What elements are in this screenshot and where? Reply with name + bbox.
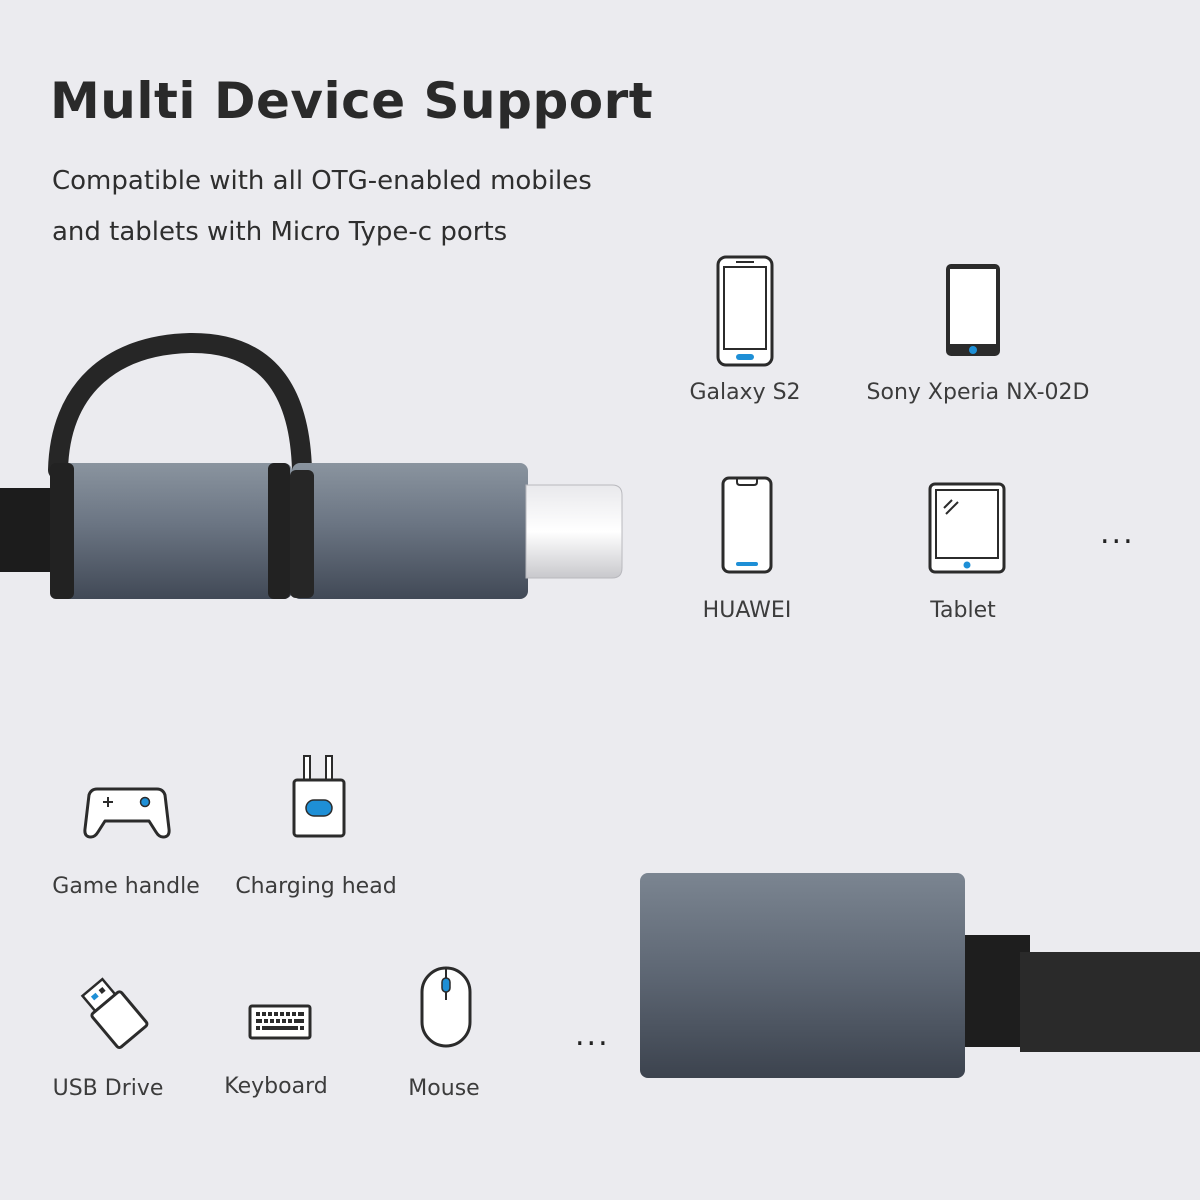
page-subtitle: Compatible with all OTG-enabled mobiles … [52,156,592,258]
subtitle-line-2: and tablets with Micro Type-c ports [52,217,508,247]
smartphone-icon [946,264,1000,356]
page-title: Multi Device Support [50,72,654,130]
device-label-huawei: HUAWEI [702,598,792,623]
more-peripherals-indicator: ... [575,1018,610,1053]
usb-cable-left [0,488,58,572]
tablet-icon [928,482,1006,574]
smartphone-notch-icon [721,476,773,574]
peripheral-label-usb-drive: USB Drive [52,1076,164,1101]
peripheral-label-game-handle: Game handle [52,874,200,899]
device-label-galaxy-s2: Galaxy S2 [689,380,801,405]
peripheral-label-mouse: Mouse [408,1076,480,1101]
type-c-plug [525,484,623,579]
adapter-body-micro [52,463,292,599]
usb-drive-icon [80,977,149,1049]
more-devices-indicator: ... [1100,516,1135,551]
charger-icon [292,755,346,838]
peripheral-label-keyboard: Keyboard [224,1074,328,1099]
usb-cable-right-collar [960,935,1030,1047]
keyboard-icon [248,1004,312,1040]
usb-cable-right [1020,952,1200,1052]
adapter-strap-ring [290,470,314,598]
usb-female-adapter [640,873,965,1078]
adapter-cap-mid [268,463,290,599]
adapter-cap-left [50,463,74,599]
peripheral-label-charging-head: Charging head [235,874,397,899]
adapter-body-type-c [292,463,528,599]
device-label-sony-xperia: Sony Xperia NX-02D [866,380,1090,405]
smartphone-icon [716,255,774,367]
mouse-icon [420,966,472,1048]
adapter-strap [48,332,312,480]
device-label-tablet: Tablet [930,598,996,623]
subtitle-line-1: Compatible with all OTG-enabled mobiles [52,166,592,196]
gamepad-icon [83,787,171,839]
